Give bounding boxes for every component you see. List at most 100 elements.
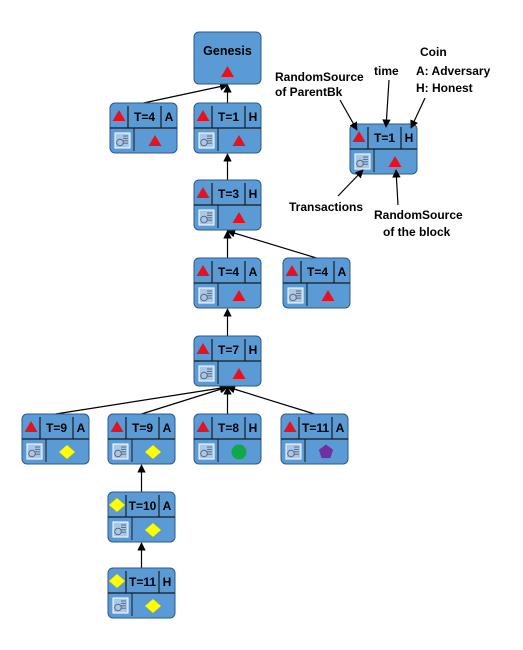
block-b6: T=7 H [193,335,262,387]
block-random-source-red-triangle [388,156,402,167]
block-b12: T=11 H [107,567,176,619]
transactions-icon [198,209,215,226]
block-b10: T=11 A [280,413,349,465]
edge-b1-to-genesis [143,82,229,104]
legend-random-source-block-line1: RandomSource [374,208,463,222]
block-time: T=1 [218,110,239,124]
block-time: T=11 [129,575,156,589]
transactions-icon [287,287,304,304]
legend-random-source-parent-line2: of ParentBk [275,85,343,99]
block-coin: H [249,187,258,201]
transactions-icon [285,443,302,460]
block-time: T=8 [218,421,239,435]
parent-random-source-red-triangle [112,110,126,121]
transactions-icon [198,132,215,149]
block-coin: H [163,575,172,589]
legend-arrow-parent-rs [339,99,358,131]
block-time: T=7 [218,343,239,357]
legend-coin: Coin [420,45,447,59]
block-random-source-yellow-diamond [144,598,162,614]
block-coin: H [249,343,258,357]
block-time: T=11 [302,421,329,435]
block-time: T=9 [46,421,67,435]
block-b9: T=8 H [193,413,262,465]
block-random-source-yellow-diamond [144,522,162,538]
parent-random-source-red-triangle [352,131,366,142]
legend-arrow-transactions [337,169,364,197]
block-coin: A [163,499,172,513]
genesis-block: Genesis [193,31,262,85]
block-time: T=9 [132,421,153,435]
edge-b10-to-b6 [226,385,315,415]
parent-random-source-red-triangle [196,110,210,121]
block-b7: T=9 A [21,413,90,465]
legend-coin-honest: H: Honest [416,81,473,95]
legend-coin-adversary: A: Adversary [416,64,491,78]
block-time: T=1 [374,131,395,145]
parent-random-source-yellow-diamond [108,497,126,513]
parent-random-source-red-triangle [283,421,297,432]
legend-arrow-coin [410,97,426,129]
block-b4: T=4 A [193,257,262,309]
legend-block: T=1 H [349,123,418,175]
block-coin: A [249,265,258,279]
chain-edges [55,82,317,568]
block-coin: A [163,421,172,435]
block-b1: T=4 A [109,102,178,154]
parent-random-source-yellow-diamond [108,573,126,589]
transactions-icon [112,443,129,460]
block-coin: A [77,421,86,435]
parent-random-source-red-triangle [196,421,210,432]
legend-arrow-time [382,79,391,128]
transactions-icon [114,132,131,149]
legend-random-source-block-line2: of the block [383,225,451,239]
block-coin: H [405,131,414,145]
block-time: T=4 [134,110,155,124]
transactions-icon [198,443,215,460]
legend-random-source-parent-line1: RandomSource [275,70,364,84]
block-random-source-red-triangle [148,135,162,146]
block-random-source-red-triangle [232,212,246,223]
block-coin: A [338,265,347,279]
block-coin: H [249,421,258,435]
block-random-source-red-triangle [232,135,246,146]
transactions-icon [112,597,129,614]
parent-random-source-red-triangle [110,421,124,432]
block-time: T=4 [218,265,239,279]
parent-random-source-red-triangle [196,187,210,198]
genesis-label: Genesis [203,44,252,58]
block-coin: A [336,421,345,435]
edge-b8-to-b6 [141,385,229,415]
block-random-source-red-triangle [232,290,246,301]
transactions-icon [26,443,43,460]
genesis-random-source [221,66,234,77]
transactions-icon [112,521,129,538]
block-b5: T=4 A [282,257,351,309]
block-random-source-purple-pentagon [318,444,334,459]
block-b11: T=10 A [107,491,176,543]
parent-random-source-red-triangle [285,265,299,276]
block-b8: T=9 A [107,413,176,465]
parent-random-source-red-triangle [196,265,210,276]
block-b3: T=3 H [193,179,262,231]
block-random-source-yellow-diamond [58,444,76,460]
transactions-icon [198,287,215,304]
transactions-icon [354,153,371,170]
transactions-icon [198,365,215,382]
block-coin: H [249,110,258,124]
edge-b7-to-b6 [55,384,229,415]
block-random-source-yellow-diamond [144,444,162,460]
block-time: T=10 [129,499,157,513]
parent-random-source-red-triangle [24,421,38,432]
legend-arrow-block-rs [392,169,401,206]
block-random-source-red-triangle [232,368,246,379]
block-time: T=4 [307,265,328,279]
block-time: T=3 [218,187,239,201]
parent-random-source-red-triangle [196,343,210,354]
edge-b5-to-b3 [226,229,317,259]
legend-time: time [374,64,399,78]
block-coin: A [165,110,174,124]
